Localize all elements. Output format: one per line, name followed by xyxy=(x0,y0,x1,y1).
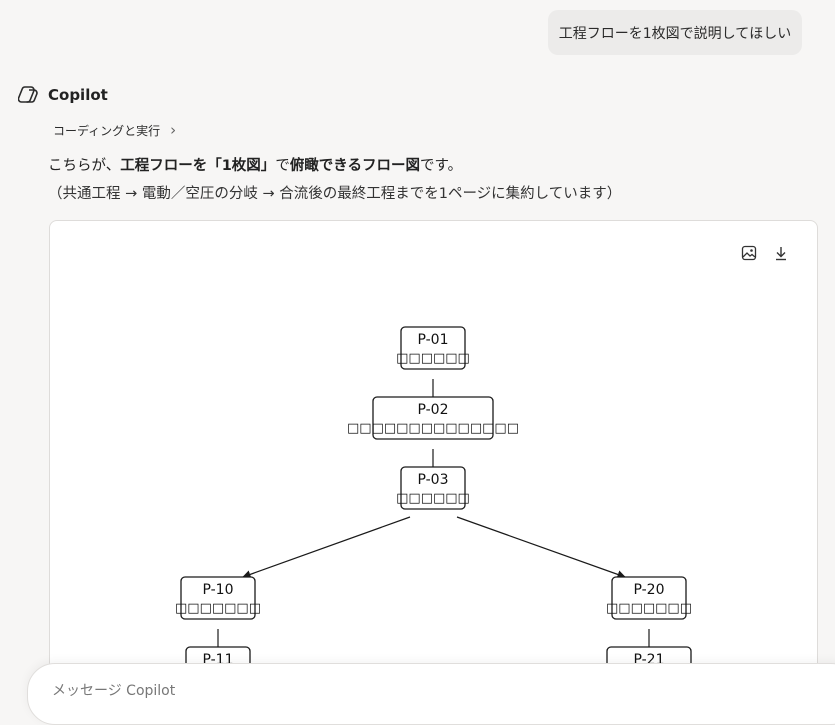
flow-node-box xyxy=(180,576,256,620)
chevron-right-icon: › xyxy=(170,121,177,139)
flow-arrow xyxy=(456,516,626,579)
flow-diagram: P-01□□□□□□P-02□□□□□□□□□□□□□□P-03□□□□□□P-… xyxy=(175,326,692,690)
flow-node-code: P-20 xyxy=(633,582,664,598)
flow-node-box xyxy=(400,326,466,370)
flow-node: P-03 □□□□□□ xyxy=(396,466,470,510)
assistant-header: Copilot xyxy=(18,83,108,107)
copilot-logo-icon xyxy=(18,86,38,103)
assistant-name: Copilot xyxy=(48,86,108,104)
flow-node-code: P-01 xyxy=(417,332,448,348)
flow-node-label: □□□□□□□ xyxy=(175,601,261,616)
flow-node-code: P-03 xyxy=(417,472,448,488)
tool-step-toggle[interactable]: コーディングと実行 › xyxy=(53,120,176,140)
flow-node-code: P-10 xyxy=(202,582,233,598)
flow-node-label: □□□□□□□ xyxy=(606,601,692,616)
download-icon xyxy=(776,247,786,261)
intro-text-3: です。 xyxy=(420,158,463,174)
intro-bold-1: 工程フローを「1枚図」 xyxy=(120,158,276,174)
flow-node-box xyxy=(611,576,687,620)
intro-text-2: で xyxy=(275,158,290,174)
flow-node-code: P-02 xyxy=(417,402,448,418)
intro-bold-2: 俯瞰できるフロー図 xyxy=(289,158,421,174)
response-note: （共通工程 → 電動／空圧の分岐 → 合流後の最終工程までを1ページに集約してい… xyxy=(48,186,622,202)
user-message-bubble: 工程フローを1枚図で説明してほしい xyxy=(548,10,802,55)
message-input[interactable] xyxy=(50,682,654,700)
flow-node: P-01 □□□□□□ xyxy=(396,326,470,370)
flow-diagram-card: P-01□□□□□□P-02□□□□□□□□□□□□□□P-03□□□□□□P-… xyxy=(49,220,818,702)
flow-node: P-10 □□□□□□□ xyxy=(175,576,261,620)
intro-text-1: こちらが、 xyxy=(48,158,121,174)
image-icon-button[interactable] xyxy=(738,242,760,264)
message-composer xyxy=(27,663,835,725)
user-message-text: 工程フローを1枚図で説明してほしい xyxy=(558,25,792,42)
flow-node-label: □□□□□□□□□□□□□□ xyxy=(347,421,519,436)
download-button[interactable] xyxy=(770,242,792,264)
flow-arrow xyxy=(242,516,411,579)
response-intro: こちらが、工程フローを「1枚図」で俯瞰できるフロー図です。 xyxy=(48,154,462,175)
flow-node-box xyxy=(400,466,466,510)
tool-step-label: コーディングと実行 xyxy=(53,123,161,138)
flow-node: P-20 □□□□□□□ xyxy=(606,576,692,620)
image-icon xyxy=(741,245,757,261)
flow-node: P-02 □□□□□□□□□□□□□□ xyxy=(347,396,519,440)
flow-node-label: □□□□□□ xyxy=(396,351,470,366)
flow-node-box xyxy=(372,396,494,440)
flow-node-label: □□□□□□ xyxy=(396,491,470,506)
